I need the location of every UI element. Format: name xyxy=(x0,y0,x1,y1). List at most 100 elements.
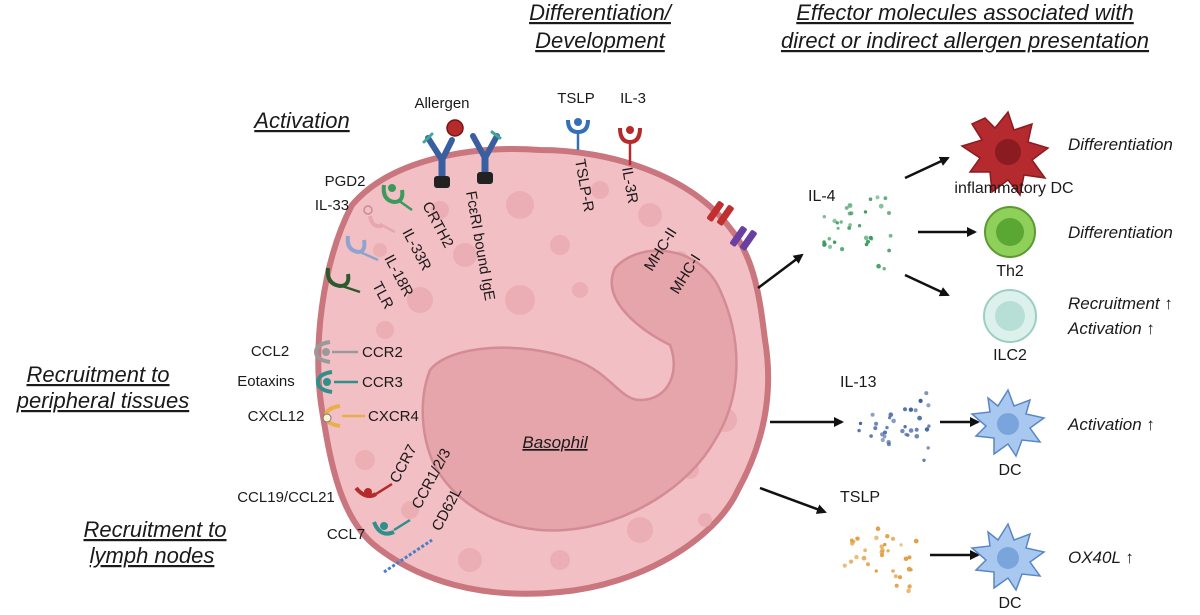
outcome-dc-2: OX40L ↑ xyxy=(1068,548,1134,567)
molecule-dot xyxy=(822,215,826,219)
tslp-dots-icon xyxy=(842,526,919,594)
mhc2-receptor-icon xyxy=(707,201,734,226)
molecule-dot xyxy=(876,263,881,269)
heading-recruit-lymph-2: lymph nodes xyxy=(90,543,215,568)
molecule-dot xyxy=(865,239,871,244)
molecule-dot xyxy=(885,534,890,539)
molecule-dot xyxy=(887,211,891,215)
th2-cell-icon xyxy=(984,206,1036,258)
molecule-dot xyxy=(868,197,873,201)
ccr7-receptor-icon xyxy=(354,486,378,498)
headings: Activation Differentiation/ Development … xyxy=(16,0,1149,568)
molecule-dot xyxy=(848,223,852,227)
molecule-dot xyxy=(894,583,899,588)
molecule-dot xyxy=(878,203,884,209)
outcome-inflammatory-dc: Differentiation xyxy=(1068,135,1173,154)
crth2-receptor-icon xyxy=(381,184,405,205)
molecule-dot xyxy=(863,210,868,214)
molecule-dot xyxy=(908,407,914,412)
outcome-th2: Differentiation xyxy=(1068,223,1173,242)
heading-recruit-peripheral-2: peripheral tissues xyxy=(16,388,189,413)
molecule-dot xyxy=(924,427,930,432)
molecule-dot xyxy=(926,446,930,450)
molecule-dot xyxy=(857,224,862,228)
molecule-dot xyxy=(849,559,854,564)
il3-receptor-group: IL-3 IL-3R xyxy=(618,90,646,205)
cxcl12-label: CXCL12 xyxy=(248,408,305,425)
arrow-il4-to-inflammatory-dc xyxy=(904,156,950,180)
molecule-dot xyxy=(863,235,869,241)
molecule-dot xyxy=(900,428,905,434)
molecule-dot xyxy=(879,553,885,558)
heading-differentiation-2: Development xyxy=(535,28,666,53)
tslp-ligand-label: TSLP xyxy=(557,90,595,107)
pgd2-label: PGD2 xyxy=(325,173,366,190)
molecule-dot xyxy=(903,407,907,412)
outcome-dc-1: Activation ↑ xyxy=(1067,415,1155,434)
inflammatory-dc-label: inflammatory DC xyxy=(954,180,1073,197)
molecule-dot xyxy=(886,549,890,553)
ccr3-label: CCR3 xyxy=(362,374,403,391)
il3r-label: IL-3R xyxy=(618,166,641,205)
il13-dots-icon xyxy=(857,391,931,462)
il4-dots-icon xyxy=(822,195,893,271)
molecule-dot xyxy=(907,555,912,560)
molecule-dot xyxy=(909,568,913,572)
molecule-dot xyxy=(861,555,867,561)
ccr2-receptor-icon xyxy=(313,340,331,364)
outcome-ilc2-2: Activation ↑ xyxy=(1067,319,1155,338)
molecule-dot xyxy=(917,415,922,421)
effectors: IL-4 IL-13 TSLP xyxy=(808,188,931,594)
th2-label: Th2 xyxy=(996,263,1024,280)
basophil-cell: Basophil xyxy=(315,146,772,597)
molecule-dot xyxy=(870,412,875,417)
molecule-dot xyxy=(908,428,914,433)
molecule-dot xyxy=(903,556,909,562)
molecule-dot xyxy=(914,427,919,432)
molecule-dot xyxy=(893,574,898,579)
mhc1-receptor-icon xyxy=(730,226,757,251)
molecule-dot xyxy=(832,240,837,244)
molecule-dot xyxy=(906,588,911,594)
molecule-dot xyxy=(883,542,887,547)
ccr123-receptor-icon xyxy=(372,521,395,536)
molecule-dot xyxy=(869,434,873,438)
molecule-dot xyxy=(836,226,840,230)
ige-antibody-icon xyxy=(470,130,502,184)
outcome-ilc2-1: Recruitment ↑ xyxy=(1068,294,1173,313)
ccl7-label: CCL7 xyxy=(327,526,365,543)
ige-antibody-icon xyxy=(422,132,455,188)
molecule-dot xyxy=(899,543,903,547)
molecule-dot xyxy=(883,196,888,201)
molecule-dot xyxy=(863,548,867,553)
molecule-dot xyxy=(875,195,880,200)
ccl2-label: CCL2 xyxy=(251,343,289,360)
molecule-dot xyxy=(903,425,907,429)
molecule-dot xyxy=(926,403,931,408)
ilc2-label: ILC2 xyxy=(993,347,1027,364)
molecule-dot xyxy=(868,235,873,240)
heading-effector-2: direct or indirect allergen presentation xyxy=(781,28,1149,53)
molecule-dot xyxy=(839,220,843,224)
il13-label: IL-13 xyxy=(840,374,877,391)
molecule-dot xyxy=(880,437,885,443)
molecule-dot xyxy=(922,458,926,462)
molecule-dot xyxy=(854,554,859,560)
tslp-effector-label: TSLP xyxy=(840,489,880,506)
arrow-il4-to-ilc2 xyxy=(904,273,950,297)
il4-label: IL-4 xyxy=(808,188,836,205)
molecule-dot xyxy=(890,536,896,541)
molecule-dot xyxy=(835,221,839,225)
molecule-dot xyxy=(857,428,861,433)
molecule-dot xyxy=(873,426,878,431)
molecule-dot xyxy=(875,526,881,531)
molecule-dot xyxy=(888,233,893,238)
molecule-dot xyxy=(888,416,892,420)
molecule-dot xyxy=(827,236,832,241)
molecule-dot xyxy=(913,538,919,544)
cxcr4-label: CXCR4 xyxy=(368,408,419,425)
molecule-dot xyxy=(886,439,891,445)
molecule-dot xyxy=(913,408,918,413)
molecule-dot xyxy=(844,206,849,210)
